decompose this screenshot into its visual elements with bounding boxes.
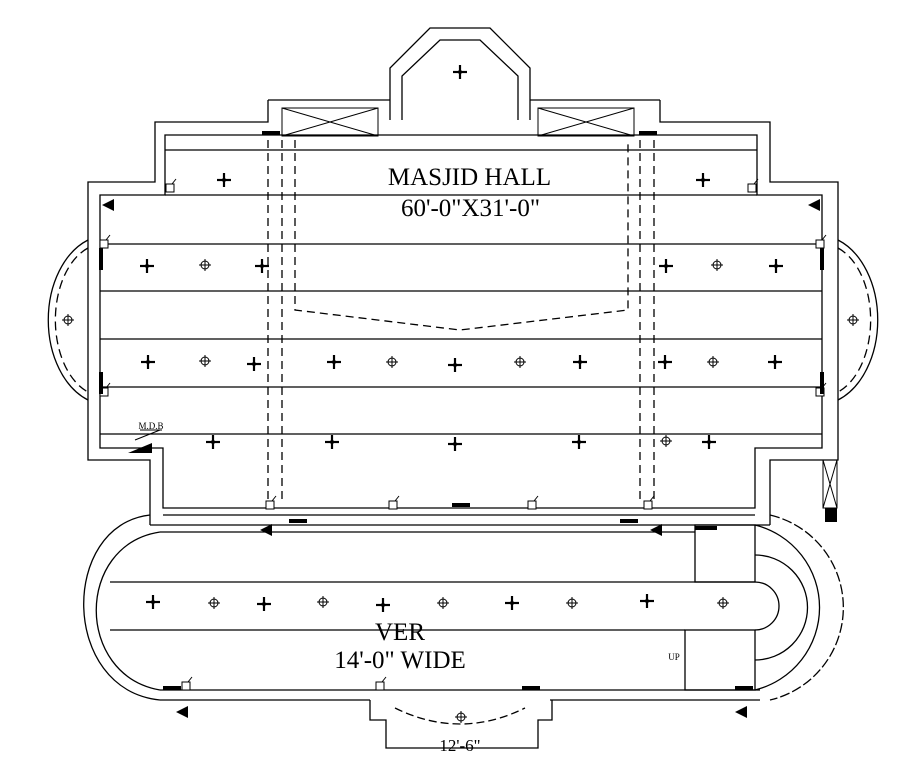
mdb-panel bbox=[128, 429, 162, 453]
distribution-marker-icon bbox=[102, 199, 820, 718]
verandah-size-label: 14'-0" WIDE bbox=[334, 647, 466, 674]
door-icon bbox=[281, 107, 838, 509]
hall-name-label: MASJID HALL bbox=[387, 164, 552, 191]
window-icon bbox=[99, 131, 837, 690]
entrance-width-label: 12'-6" bbox=[439, 736, 481, 755]
walls bbox=[47, 27, 879, 749]
stair-up-label: UP bbox=[668, 652, 680, 662]
mdb-label: M.D.B bbox=[138, 421, 164, 431]
hall-size-label: 60'-0"X31'-0" bbox=[400, 195, 541, 222]
verandah-name-label: VER bbox=[375, 619, 425, 646]
